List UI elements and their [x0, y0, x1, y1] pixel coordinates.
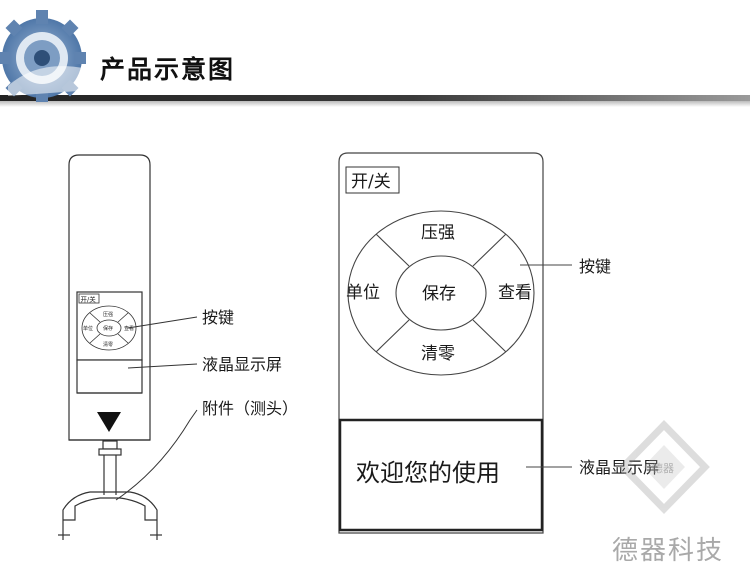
small-callout-lcd: 液晶显示屏 — [202, 355, 282, 374]
watermark-emblem-icon — [618, 419, 710, 515]
small-keypad[interactable] — [81, 305, 137, 351]
small-key-top[interactable]: 压强 — [103, 312, 113, 318]
large-panel-leaders — [520, 264, 572, 468]
key-pressure[interactable]: 压强 — [421, 223, 455, 243]
small-key-right[interactable]: 查看 — [124, 325, 134, 332]
small-power-label: 开/关 — [81, 295, 97, 304]
small-key-bottom[interactable]: 清零 — [103, 341, 113, 348]
down-triangle-icon — [97, 412, 121, 432]
key-unit[interactable]: 单位 — [346, 283, 380, 303]
page-title: 产品示意图 — [100, 55, 236, 84]
small-callout-attachment: 附件（测头） — [202, 399, 298, 418]
small-key-center[interactable]: 保存 — [103, 325, 113, 332]
small-key-left[interactable]: 单位 — [83, 325, 93, 332]
large-power-button[interactable] — [345, 166, 400, 194]
lcd-display — [338, 418, 544, 532]
gear-logo-icon — [0, 10, 92, 102]
key-save[interactable]: 保存 — [422, 284, 456, 304]
large-callout-lcd: 液晶显示屏 — [579, 458, 659, 477]
small-device-leaders — [115, 316, 198, 501]
header-band — [0, 10, 750, 107]
small-device — [58, 154, 162, 540]
small-callout-keys: 按键 — [202, 308, 234, 327]
large-keypad — [347, 210, 535, 376]
small-power-label-box — [78, 293, 100, 304]
lcd-display-text: 欢迎您的使用 — [356, 459, 500, 487]
key-zero[interactable]: 清零 — [421, 344, 455, 364]
key-view[interactable]: 查看 — [498, 283, 532, 303]
watermark-brand: 德器科技 — [612, 536, 725, 566]
large-power-label[interactable]: 开/关 — [351, 172, 391, 192]
large-callout-keys: 按键 — [579, 257, 611, 276]
watermark-emblem-text: 德器 — [652, 461, 674, 475]
